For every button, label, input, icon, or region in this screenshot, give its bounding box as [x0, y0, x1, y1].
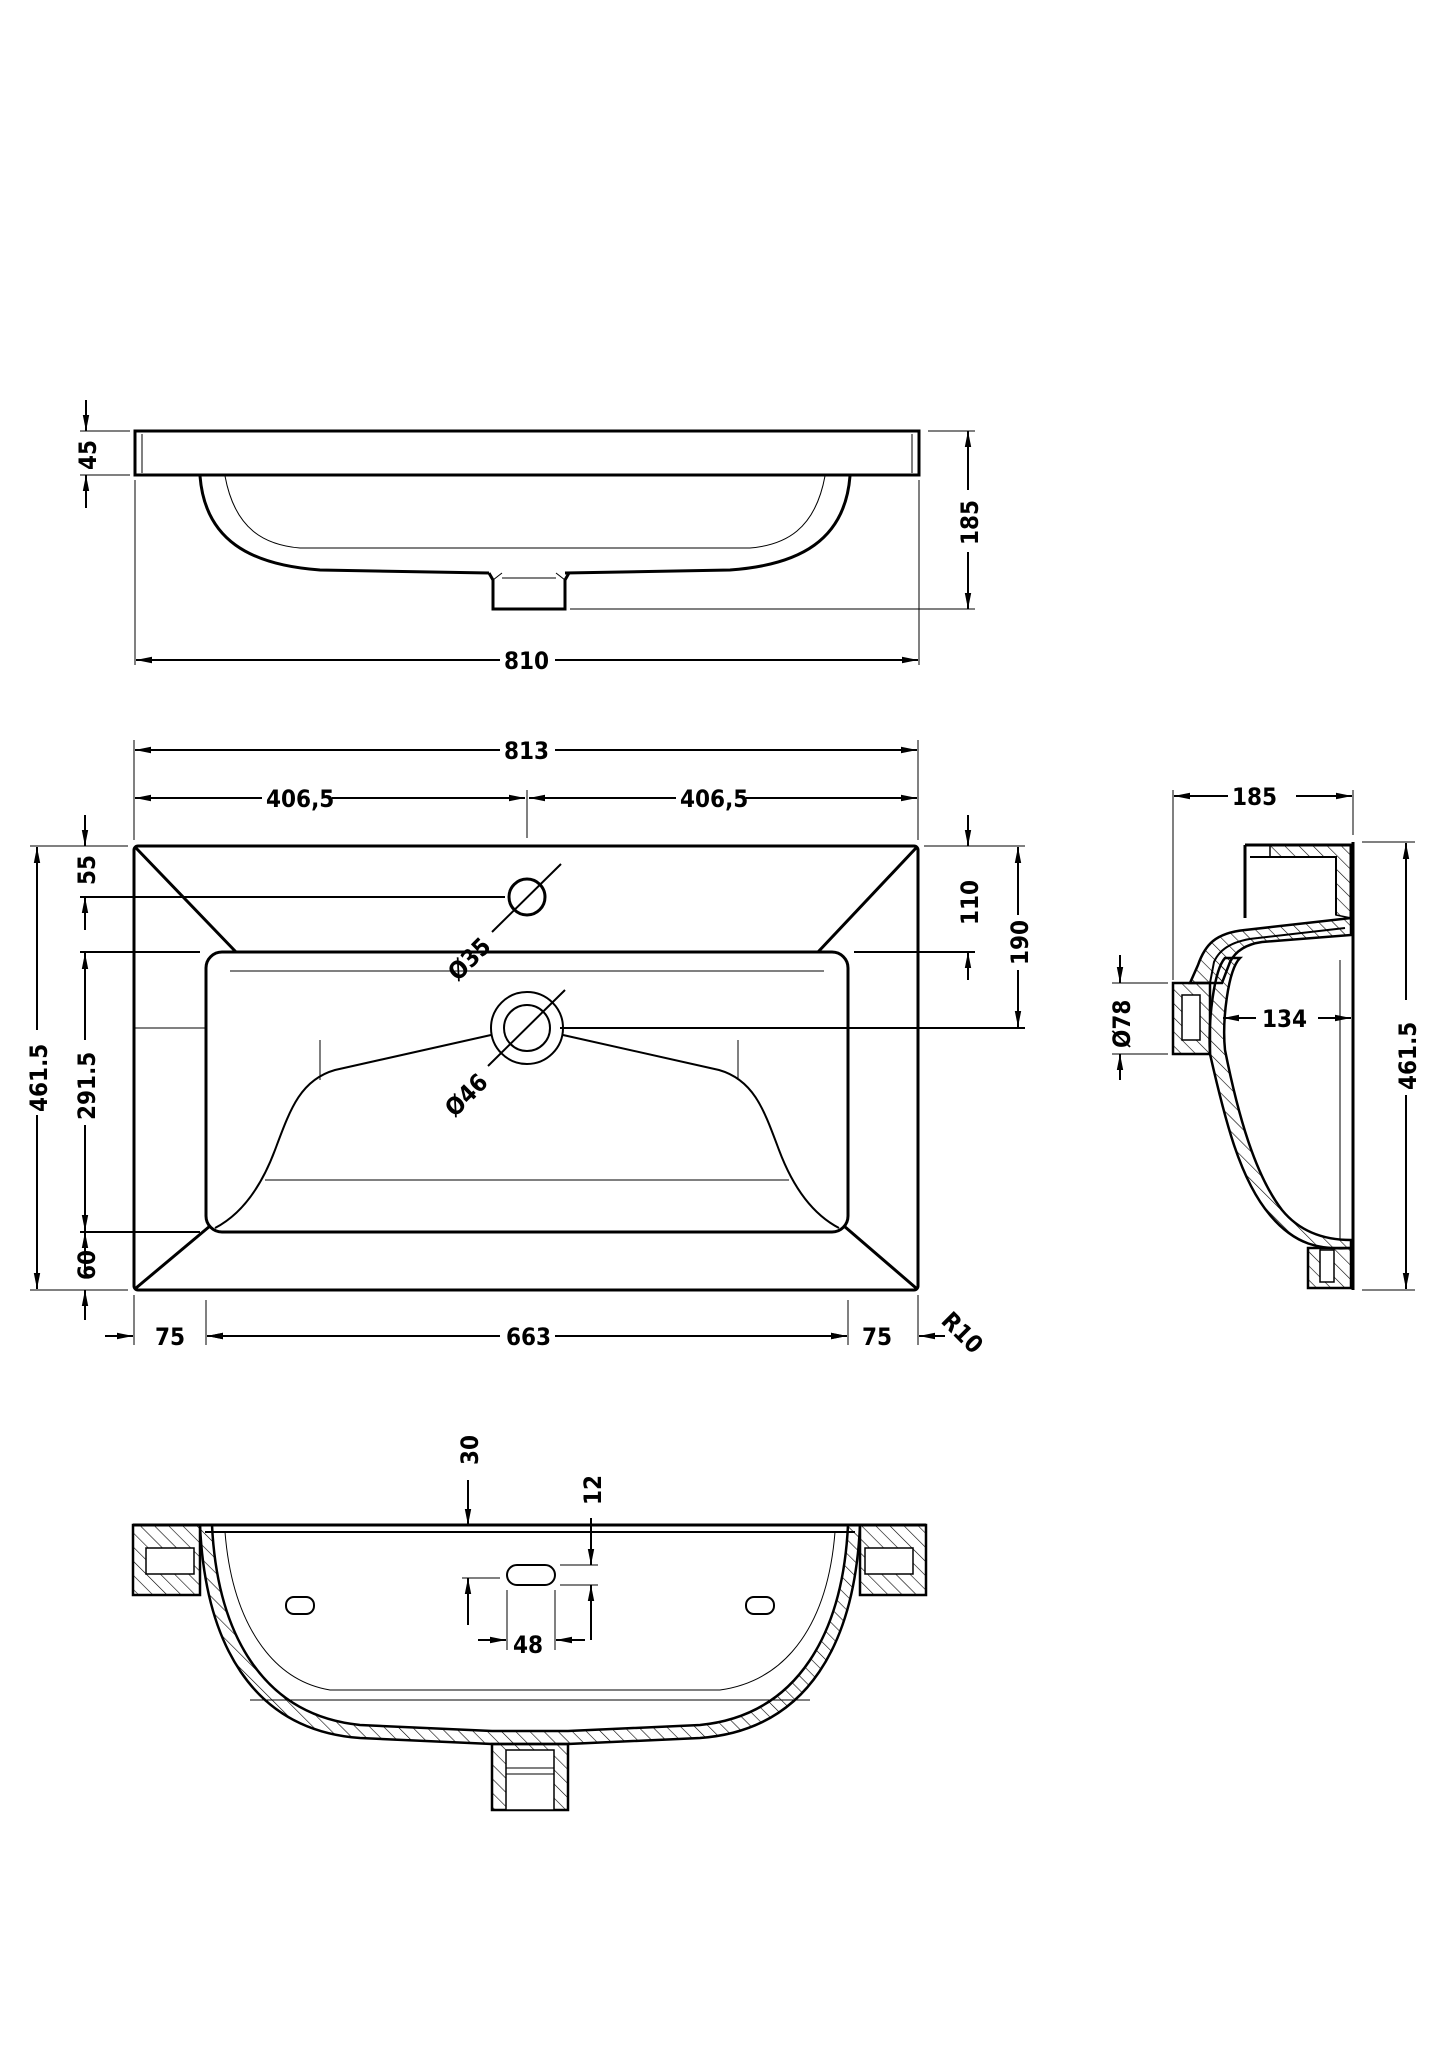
waste-inner	[503, 1004, 551, 1052]
dim-back-to-bowl: 110	[854, 815, 1025, 980]
dim-rim-thickness: 45	[74, 400, 130, 508]
front-elevation-view: 45 185 810	[74, 400, 984, 675]
fixing-slot-left	[285, 1596, 315, 1615]
dim-plan-depth: 461.5	[25, 845, 128, 1291]
svg-text:190: 190	[1006, 920, 1034, 965]
svg-text:60: 60	[73, 1250, 101, 1280]
dim-side-height: 185	[1172, 783, 1354, 980]
dim-tap-hole-diameter: Ø35	[442, 863, 562, 986]
svg-text:461.5: 461.5	[25, 1044, 53, 1112]
svg-text:134: 134	[1262, 1005, 1307, 1033]
svg-text:110: 110	[956, 880, 984, 925]
front-drain-stub	[487, 572, 571, 611]
dim-plan-width: 813	[133, 737, 919, 840]
svg-text:Ø35: Ø35	[442, 932, 496, 986]
dim-side-depth: 461.5	[1362, 841, 1422, 1291]
rear-section-view: 30 12 48	[131, 1435, 928, 1812]
front-bowl-outline	[198, 475, 852, 575]
svg-text:Ø78: Ø78	[1108, 1000, 1136, 1048]
svg-text:810: 810	[504, 647, 549, 675]
svg-text:55: 55	[73, 855, 101, 885]
dim-overflow-diameter: Ø78	[1108, 955, 1168, 1080]
plan-bowl	[204, 950, 850, 1234]
dim-overflow-slot-height: 12	[560, 1475, 607, 1640]
dim-overflow-slot-offset: 30	[456, 1435, 500, 1625]
svg-text:75: 75	[862, 1323, 892, 1351]
svg-text:291.5: 291.5	[73, 1052, 101, 1120]
svg-text:185: 185	[956, 500, 984, 545]
svg-text:461.5: 461.5	[1394, 1022, 1422, 1090]
corner-radius-label: R10	[936, 1306, 989, 1359]
svg-text:48: 48	[513, 1631, 543, 1659]
svg-text:75: 75	[155, 1323, 185, 1351]
svg-text:30: 30	[456, 1435, 484, 1465]
dim-back-to-waste: 190	[1006, 847, 1034, 1027]
svg-text:12: 12	[579, 1475, 607, 1505]
dim-tap-offset: 55	[73, 815, 505, 930]
fixing-slot-right	[745, 1596, 775, 1615]
svg-text:406,5: 406,5	[680, 785, 748, 813]
dim-waste-diameter: Ø46	[439, 989, 566, 1122]
svg-text:663: 663	[506, 1323, 551, 1351]
svg-text:45: 45	[74, 440, 102, 470]
dim-front-width: 810	[134, 480, 920, 675]
side-section-view: 185 461.5 Ø78 134	[1108, 783, 1422, 1291]
dim-bottom-row: 75 663 75 R10	[105, 1295, 989, 1359]
dim-front-margin: 60	[73, 1232, 101, 1320]
svg-text:Ø46: Ø46	[439, 1068, 493, 1122]
dim-bowl-depth: 291.5	[73, 951, 200, 1233]
svg-text:185: 185	[1232, 783, 1277, 811]
plan-outline	[132, 844, 920, 1292]
svg-text:813: 813	[504, 737, 549, 765]
tap-hole	[507, 877, 547, 917]
plan-view: 813 406,5 406,5 461.5 55	[25, 737, 1034, 1359]
overflow-slot	[506, 1564, 556, 1586]
dim-overflow-slot-width: 48	[478, 1590, 585, 1659]
dim-front-height: 185	[570, 430, 984, 610]
dim-bowl-inner-depth: 134	[1223, 1005, 1351, 1033]
svg-text:406,5: 406,5	[266, 785, 334, 813]
dim-plan-half-widths: 406,5 406,5	[135, 785, 917, 838]
front-rim	[133, 429, 921, 477]
